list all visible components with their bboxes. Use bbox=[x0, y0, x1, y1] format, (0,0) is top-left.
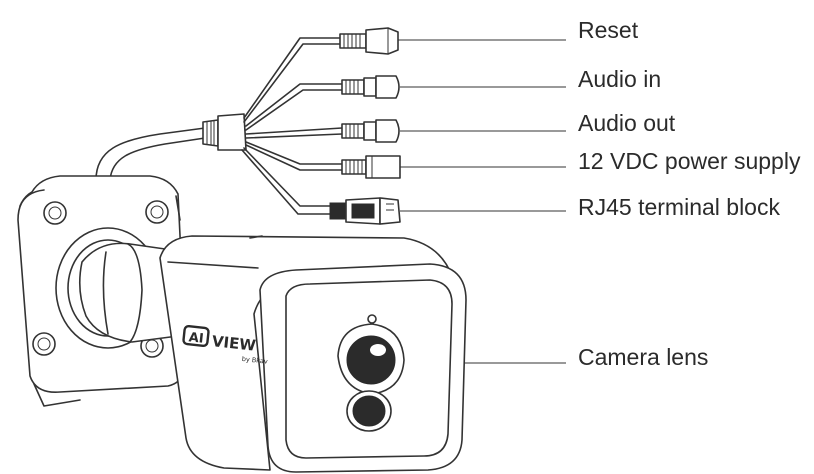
brand-logo: AI VIEW by Bkav bbox=[182, 324, 268, 366]
rj45-connector bbox=[329, 197, 401, 225]
logo-sub-text: by Bkav bbox=[241, 355, 268, 366]
label-power-supply: 12 VDC power supply bbox=[578, 148, 801, 174]
reset-connector bbox=[339, 27, 399, 55]
leader-lines bbox=[398, 39, 566, 364]
logo-view-text: VIEW bbox=[211, 332, 257, 355]
label-reset: Reset bbox=[578, 17, 639, 43]
power-connector bbox=[341, 155, 401, 179]
label-rj45: RJ45 terminal block bbox=[578, 194, 780, 220]
main-cable bbox=[95, 127, 206, 181]
logo-ai-text: AI bbox=[188, 330, 204, 346]
audio-out-connector bbox=[341, 119, 400, 143]
label-audio-out: Audio out bbox=[578, 110, 676, 136]
connector-wires bbox=[241, 37, 343, 215]
camera-body bbox=[159, 235, 467, 473]
mount-arm bbox=[78, 242, 179, 343]
label-audio-in: Audio in bbox=[578, 66, 662, 92]
cable-splitter bbox=[202, 113, 247, 151]
audio-in-connector bbox=[341, 75, 400, 99]
label-camera-lens: Camera lens bbox=[578, 344, 709, 370]
